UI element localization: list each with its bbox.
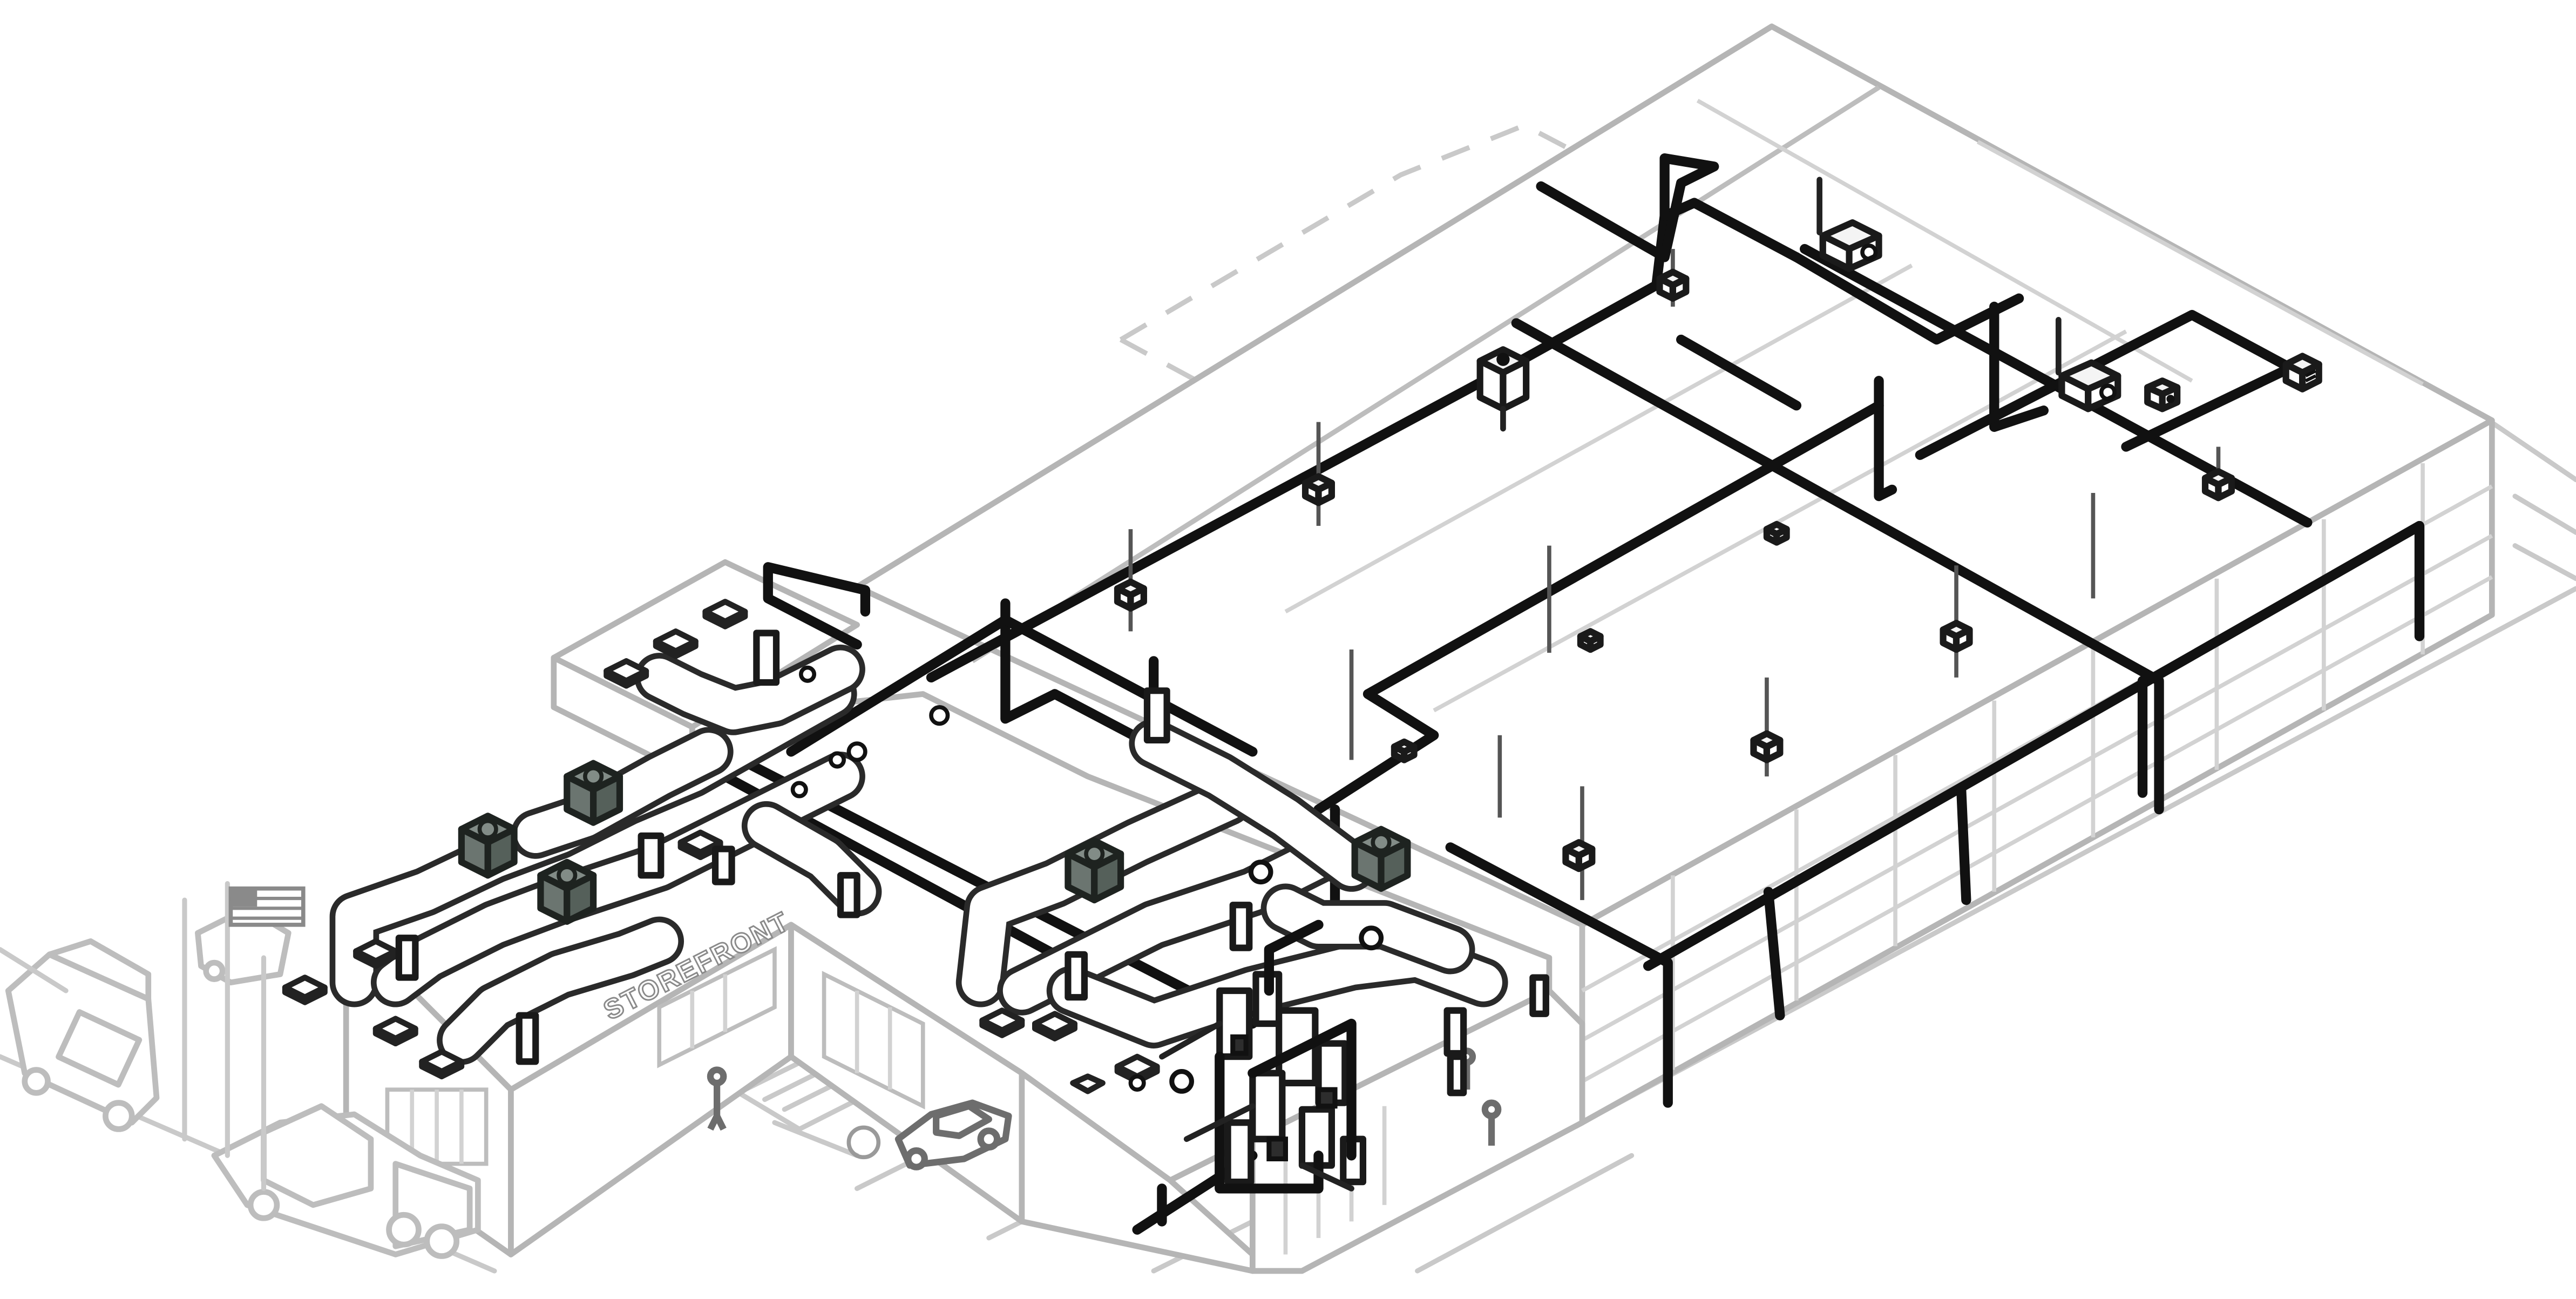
tractor-truck-left	[0, 938, 160, 1132]
accessible-parking-icon	[846, 1125, 881, 1160]
unit-heater	[2201, 468, 2235, 502]
tractor-truck-front	[211, 1103, 481, 1259]
duct-risers	[395, 630, 1549, 1097]
us-flag-icon	[182, 881, 306, 1191]
unit-heater	[1763, 520, 1790, 546]
unit-heater	[1301, 473, 1336, 506]
unit-heater	[1750, 730, 1784, 763]
unit-heater	[1114, 578, 1147, 612]
unit-heater	[1562, 839, 1596, 872]
rooftop-unit	[564, 760, 623, 826]
person-1	[707, 1066, 727, 1131]
rooftop-unit	[1065, 837, 1124, 904]
wall-heater	[2055, 317, 2121, 412]
rooftop-units	[458, 760, 1411, 925]
roof-curbs	[282, 599, 1160, 1094]
unit-heater	[1577, 628, 1604, 653]
furnace-unit	[1476, 346, 1530, 432]
rooftop-unit	[458, 813, 518, 879]
wall-heater	[1816, 177, 1882, 272]
piping-network	[720, 153, 2425, 1235]
rooftop-unit	[1351, 826, 1411, 892]
sedan	[894, 1099, 1012, 1171]
unit-heater	[1940, 620, 1973, 653]
unit-heaters	[1114, 268, 2235, 872]
person-2	[1481, 1099, 1502, 1146]
rooftop-unit	[537, 858, 597, 925]
unit-heater	[1656, 268, 1690, 302]
unit-heater	[2144, 377, 2181, 412]
roof-outline-dashed-2	[1119, 337, 1204, 387]
mechanical-equipment-cluster	[790, 665, 1384, 1194]
unit-heater	[1391, 738, 1418, 763]
wall-heater	[2282, 353, 2322, 393]
